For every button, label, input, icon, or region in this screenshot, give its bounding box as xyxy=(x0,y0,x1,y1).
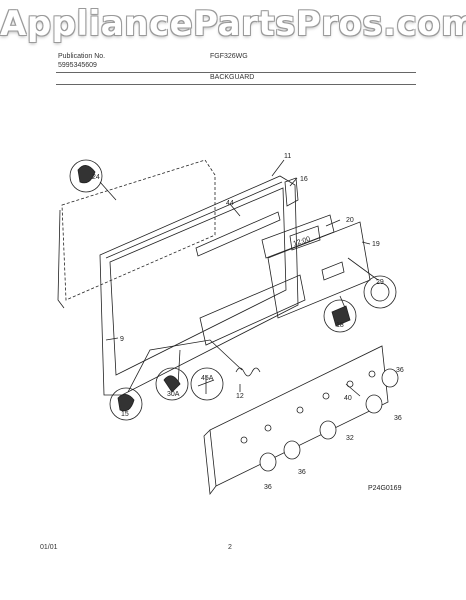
callout-11: 11 xyxy=(284,153,291,160)
callout-45A: 45A xyxy=(201,375,214,382)
rear-panel xyxy=(61,159,216,301)
detail-30A-part xyxy=(163,375,181,393)
spring-12 xyxy=(235,367,261,377)
callout-32: 32 xyxy=(346,435,354,442)
header-rule-bottom xyxy=(56,84,416,85)
lower-trim xyxy=(199,274,306,346)
footer-date: 01/01 xyxy=(40,544,58,551)
detail-circle-30A xyxy=(155,367,189,401)
leader-29 xyxy=(347,257,379,281)
figure-code: P24G0169 xyxy=(368,485,402,492)
section-title: BACKGUARD xyxy=(210,74,255,81)
leader-40 xyxy=(345,383,361,397)
callout-20: 20 xyxy=(346,217,354,224)
detail-circle-18 xyxy=(323,299,357,333)
publication-label: Publication No. xyxy=(58,53,106,60)
watermark-logo: AppliancePartsPros.com xyxy=(0,4,466,44)
knob-hole xyxy=(322,392,330,400)
leader-20 xyxy=(325,219,341,227)
callout-36: 36 xyxy=(396,367,404,374)
detail-29-knob xyxy=(370,282,390,302)
callout-15: 15 xyxy=(121,411,129,418)
leader-19 xyxy=(361,241,371,245)
end-trim-16 xyxy=(284,177,299,207)
leader-44 xyxy=(229,203,241,217)
leader-24 xyxy=(99,181,117,201)
knob-hole xyxy=(240,436,248,444)
footer-page-number: 2 xyxy=(228,544,232,551)
knob-32 xyxy=(319,420,337,440)
trim-strip-44 xyxy=(195,211,281,257)
detail-circle-24 xyxy=(69,159,103,193)
callout-36: 36 xyxy=(298,469,306,476)
knob-36 xyxy=(365,394,383,414)
callout-44: 44 xyxy=(226,200,234,207)
frame-window xyxy=(109,187,287,376)
callout-36: 36 xyxy=(264,484,272,491)
leader-9 xyxy=(105,337,119,341)
callout-19: 19 xyxy=(372,241,380,248)
leader-15 xyxy=(127,339,243,393)
knob-hole xyxy=(368,370,376,378)
detail-45A-part xyxy=(197,376,215,394)
callout-40: 40 xyxy=(344,395,352,402)
callout-12: 12 xyxy=(236,393,244,400)
header-rule-top xyxy=(56,72,416,73)
frame-inner-top xyxy=(105,181,283,259)
model-number: FGF326WG xyxy=(210,53,248,60)
detail-18-part xyxy=(331,305,351,327)
detail-circle-29 xyxy=(363,275,397,309)
knob-panel xyxy=(209,345,389,487)
leader-30A xyxy=(177,349,181,387)
callout-16: 16 xyxy=(300,176,308,183)
publication-number: 5995345609 xyxy=(58,62,97,69)
board-chip xyxy=(321,261,345,281)
detail-circle-15 xyxy=(109,387,143,421)
callout-18: 18 xyxy=(336,322,344,329)
callout-24: 24 xyxy=(92,174,100,181)
callout-9: 9 xyxy=(120,336,124,343)
display-window xyxy=(289,225,321,251)
knob-panel-edge xyxy=(203,429,217,496)
leader-11 xyxy=(271,159,285,177)
detail-circle-45A xyxy=(190,367,224,401)
callout-29: 29 xyxy=(376,279,384,286)
knob-hole xyxy=(264,424,272,432)
control-board-19 xyxy=(267,221,371,319)
knob-hole xyxy=(296,406,304,414)
knob-36 xyxy=(283,440,301,460)
rear-panel-left-edge xyxy=(57,209,65,309)
detail-24-part xyxy=(77,165,96,184)
knob-36 xyxy=(259,452,277,472)
backguard-frame xyxy=(99,175,299,396)
detail-15-part xyxy=(117,394,135,412)
knob-36 xyxy=(381,368,399,388)
callout-36: 36 xyxy=(394,415,402,422)
callout-30A: 30A xyxy=(167,391,180,398)
leader-16 xyxy=(289,177,298,187)
